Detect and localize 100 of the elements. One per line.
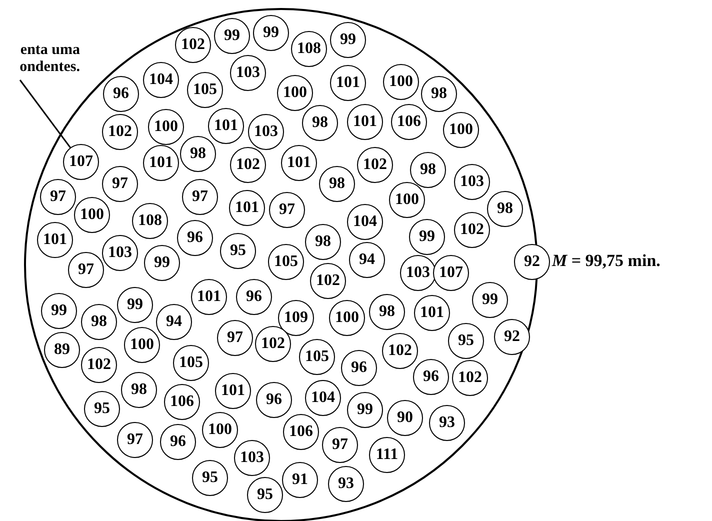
unit-value: 92 xyxy=(524,254,540,270)
unit-value: 101 xyxy=(235,200,259,216)
unit-value: 101 xyxy=(287,155,311,171)
unit-value: 101 xyxy=(149,155,173,171)
unit-value: 98 xyxy=(91,314,107,330)
unit-circle xyxy=(102,166,138,202)
unit-value: 102 xyxy=(363,157,387,173)
unit-circle xyxy=(283,414,319,450)
unit-value: 93 xyxy=(338,476,354,492)
unit-value: 99 xyxy=(263,25,279,41)
unit-value: 100 xyxy=(283,85,307,101)
unit-circle xyxy=(281,145,317,181)
unit-circle xyxy=(102,235,138,271)
unit-value: 105 xyxy=(274,254,298,270)
unit-value: 97 xyxy=(112,176,128,192)
unit-value: 102 xyxy=(460,222,484,238)
unit-circle xyxy=(341,350,377,386)
unit-value: 101 xyxy=(336,75,360,91)
annotation-text: enta uma ondentes. xyxy=(0,42,80,76)
unit-circle xyxy=(383,64,419,100)
unit-circle xyxy=(322,427,358,463)
unit-circle xyxy=(229,190,265,226)
unit-circle xyxy=(44,332,80,368)
unit-value: 95 xyxy=(94,401,110,417)
unit-value: 100 xyxy=(130,337,154,353)
unit-value: 107 xyxy=(439,265,463,281)
unit-value: 97 xyxy=(227,330,243,346)
unit-value: 94 xyxy=(166,314,182,330)
unit-circle xyxy=(248,114,284,150)
unit-value: 98 xyxy=(379,304,395,320)
unit-circle xyxy=(230,147,266,183)
unit-value: 99 xyxy=(127,297,143,313)
unit-circle xyxy=(369,437,405,473)
unit-value: 109 xyxy=(284,310,308,326)
unit-circle xyxy=(215,373,251,409)
unit-value: 98 xyxy=(329,176,345,192)
unit-circle xyxy=(328,466,364,502)
unit-value: 100 xyxy=(154,119,178,135)
unit-value: 105 xyxy=(305,349,329,365)
unit-circle xyxy=(448,323,484,359)
unit-circle xyxy=(429,405,465,441)
unit-value: 100 xyxy=(449,122,473,138)
unit-value: 95 xyxy=(202,470,218,486)
unit-value: 104 xyxy=(149,72,173,88)
unit-value: 103 xyxy=(236,65,260,81)
unit-circle xyxy=(347,104,383,140)
unit-value: 101 xyxy=(221,383,245,399)
unit-value: 97 xyxy=(127,432,143,448)
unit-value: 99 xyxy=(154,255,170,271)
unit-value: 103 xyxy=(254,124,278,140)
unit-circle xyxy=(443,112,479,148)
unit-circle xyxy=(414,295,450,331)
unit-value: 96 xyxy=(266,392,282,408)
unit-value: 92 xyxy=(504,329,520,345)
unit-circle xyxy=(347,392,383,428)
unit-circle xyxy=(164,384,200,420)
unit-circle xyxy=(81,304,117,340)
unit-value: 97 xyxy=(78,262,94,278)
unit-value: 96 xyxy=(351,360,367,376)
unit-value: 99 xyxy=(419,229,435,245)
unit-value: 99 xyxy=(482,292,498,308)
unit-circle xyxy=(452,360,488,396)
unit-value: 98 xyxy=(431,86,447,102)
unit-value: 101 xyxy=(353,114,377,130)
unit-value: 93 xyxy=(439,415,455,431)
unit-circle xyxy=(143,145,179,181)
unit-value: 103 xyxy=(406,265,430,281)
unit-value: 105 xyxy=(179,355,203,371)
unit-circle xyxy=(132,203,168,239)
unit-circle xyxy=(182,179,218,215)
unit-circle xyxy=(305,224,341,260)
unit-circle xyxy=(382,333,418,369)
unit-circle xyxy=(180,136,216,172)
unit-value: 96 xyxy=(113,86,129,102)
unit-circle xyxy=(40,179,76,215)
unit-value: 98 xyxy=(420,162,436,178)
unit-value: 101 xyxy=(197,289,221,305)
unit-circle xyxy=(369,294,405,330)
unit-value: 97 xyxy=(50,189,66,205)
unit-circle xyxy=(389,182,425,218)
unit-circle xyxy=(175,27,211,63)
unit-circle xyxy=(103,76,139,112)
unit-circle xyxy=(102,114,138,150)
unit-circle xyxy=(387,400,423,436)
unit-circle xyxy=(494,319,530,355)
unit-circle xyxy=(330,65,366,101)
unit-value: 100 xyxy=(335,310,359,326)
unit-circle xyxy=(191,279,227,315)
unit-value: 106 xyxy=(397,114,421,130)
unit-value: 111 xyxy=(376,447,398,463)
unit-circle xyxy=(514,244,550,280)
unit-circle xyxy=(487,191,523,227)
unit-value: 94 xyxy=(359,252,375,268)
unit-circle xyxy=(391,104,427,140)
unit-circle xyxy=(208,108,244,144)
unit-value: 100 xyxy=(395,192,419,208)
unit-circle xyxy=(156,304,192,340)
unit-value: 95 xyxy=(230,243,246,259)
unit-circle xyxy=(143,62,179,98)
mean-value-label: M = 99,75 min. xyxy=(552,251,660,271)
